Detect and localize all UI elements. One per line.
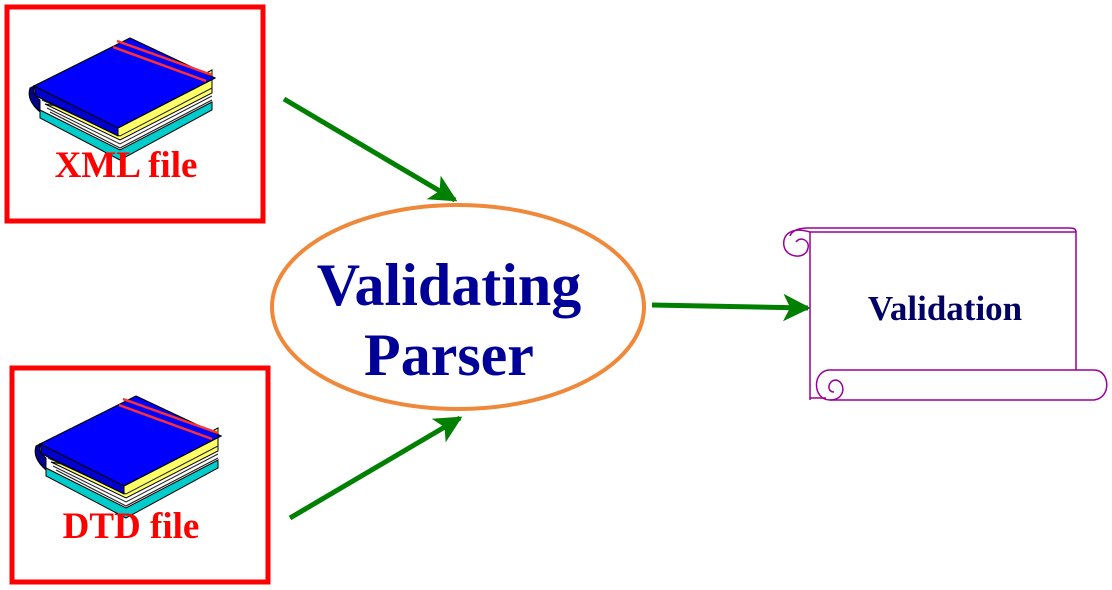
- xml-file-label: XML file: [55, 145, 198, 186]
- dtd-file-box: DTD file: [9, 365, 271, 585]
- parser-title-line2: Parser: [364, 322, 534, 388]
- arrow-xml-to-parser: [282, 96, 458, 203]
- xml-file-box: XML file: [4, 4, 266, 224]
- scroll-icon: [782, 227, 1108, 401]
- book-icon: [27, 36, 217, 162]
- dtd-file-border: [9, 365, 271, 585]
- xml-file-border: [4, 4, 266, 224]
- validating-parser: Validating Parser: [270, 203, 646, 411]
- book-icon: [33, 394, 223, 520]
- dtd-file-label: DTD file: [63, 506, 200, 547]
- arrow-parser-to-output: [651, 293, 811, 322]
- output-label: Validation: [868, 289, 1022, 328]
- arrow-dtd-to-parser: [288, 415, 463, 521]
- parser-ellipse: [270, 203, 646, 411]
- parser-title-line1: Validating: [317, 252, 582, 318]
